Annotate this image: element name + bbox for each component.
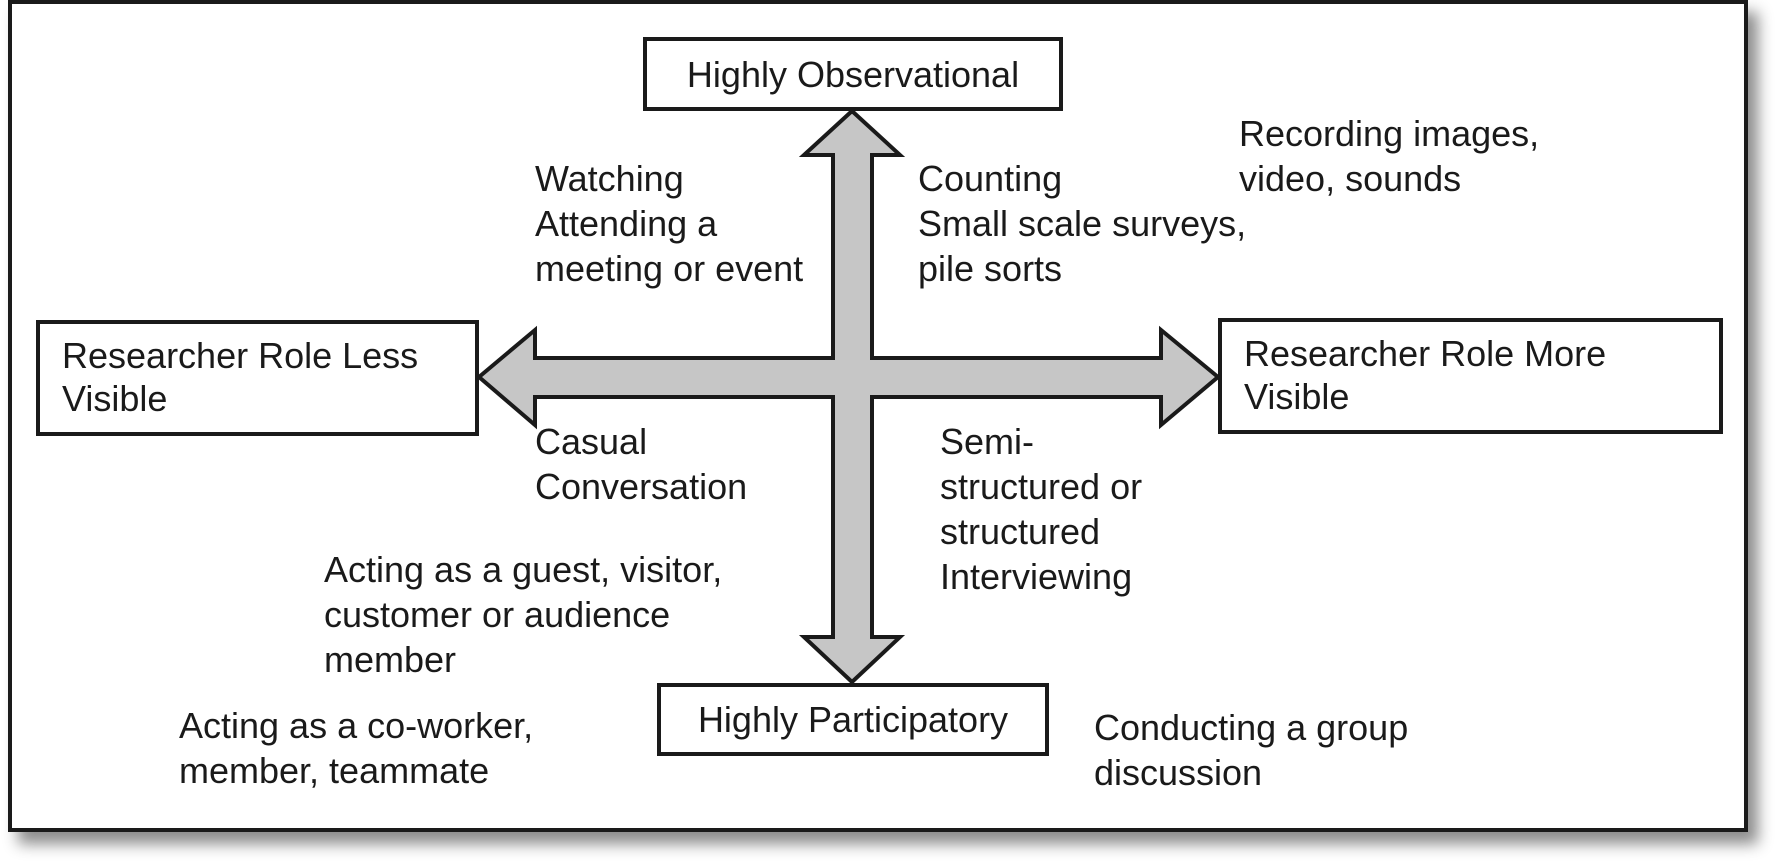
activity-line: Conducting a group (1094, 707, 1409, 748)
activity-line: Conversation (535, 466, 748, 507)
activity-line: member (324, 639, 457, 680)
interviewing-activities: Semi- structured or structured Interview… (940, 419, 1142, 599)
activity-line: customer or audience (324, 594, 671, 635)
highly-participatory-label: Highly Participatory (697, 699, 1009, 740)
recording-activities: Recording images, video, sounds (1239, 111, 1539, 201)
coworker-activities: Acting as a co-worker, member, teammate (179, 703, 533, 793)
activity-line: discussion (1094, 752, 1263, 793)
activity-line: Recording images, (1239, 113, 1540, 154)
activity-line: Semi- (940, 421, 1035, 462)
activity-line: video, sounds (1239, 158, 1462, 199)
researcher-less-visible-line-2: Visible (62, 378, 168, 419)
activity-line: pile sorts (918, 248, 1063, 289)
researcher-more-visible-line-2: Visible (1244, 376, 1350, 417)
guest-activities: Acting as a guest, visitor, customer or … (324, 547, 722, 682)
researcher-more-visible-box: Researcher Role More Visible (1218, 318, 1723, 434)
highly-participatory-box: Highly Participatory (657, 683, 1049, 756)
activity-line: Attending a (535, 203, 718, 244)
activity-line: Casual (535, 421, 648, 462)
researcher-less-visible-box: Researcher Role Less Visible (36, 320, 479, 436)
activity-line: Counting (918, 158, 1063, 199)
four-way-arrow (475, 108, 1222, 685)
watching-activities: Watching Attending a meeting or event (535, 156, 803, 291)
activity-line: structured or (940, 466, 1143, 507)
activity-line: meeting or event (535, 248, 804, 289)
group-discussion-activities: Conducting a group discussion (1094, 705, 1408, 795)
activity-line: member, teammate (179, 750, 490, 791)
activity-line: Acting as a guest, visitor, (324, 549, 723, 590)
highly-observational-label: Highly Observational (686, 53, 1020, 95)
activity-line: structured (940, 511, 1101, 552)
activity-line: Acting as a co-worker, (179, 705, 534, 746)
researcher-less-visible-line-1: Researcher Role Less (62, 335, 419, 376)
activity-line: Interviewing (940, 556, 1133, 597)
activity-line: Small scale surveys, (918, 203, 1247, 244)
highly-observational-box: Highly Observational (643, 37, 1063, 111)
casual-conversation-activities: Casual Conversation (535, 419, 747, 509)
researcher-more-visible-line-1: Researcher Role More (1244, 333, 1607, 374)
activity-line: Watching (535, 158, 684, 199)
counting-activities: Counting Small scale surveys, pile sorts (918, 156, 1246, 291)
